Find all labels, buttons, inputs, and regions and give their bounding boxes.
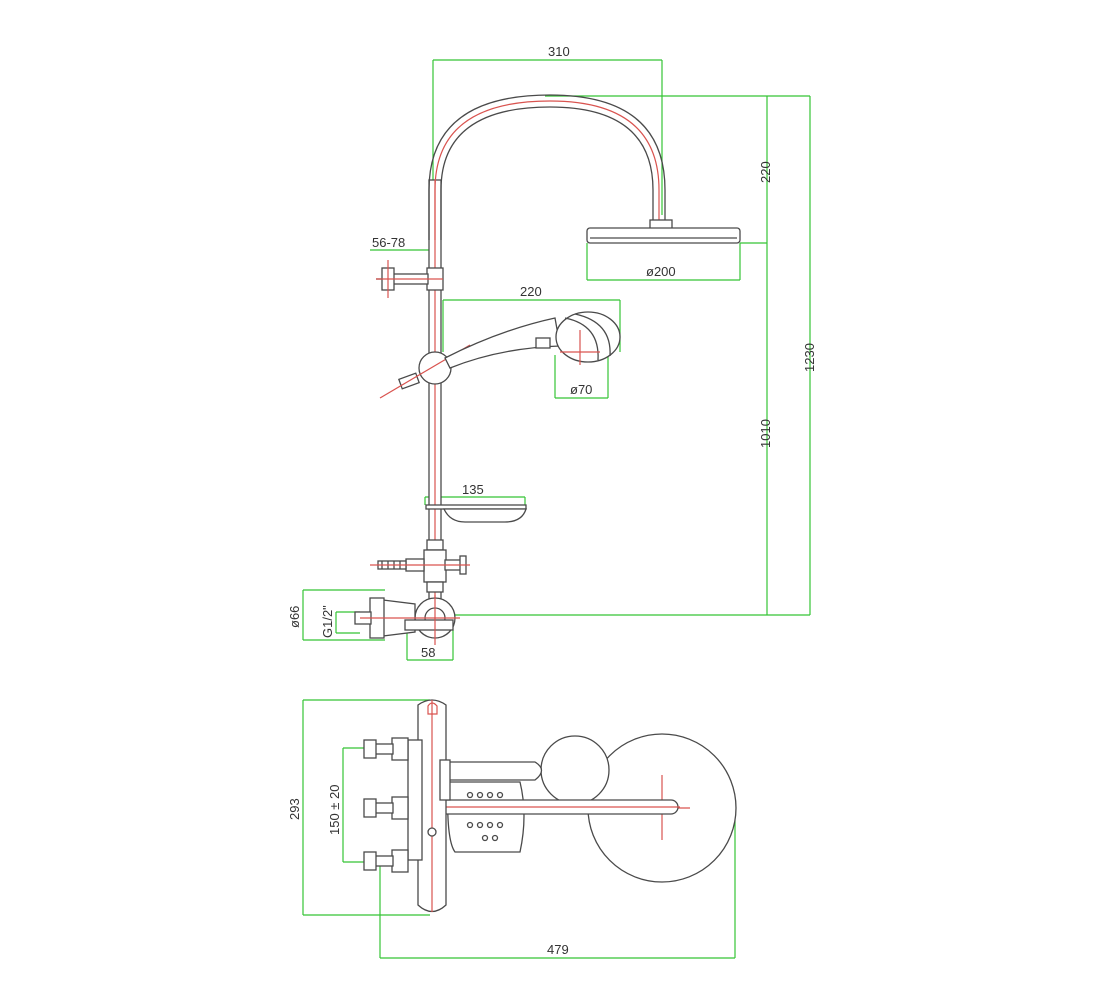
diverter: [370, 539, 470, 583]
sliding-rail: [428, 179, 442, 601]
plan-view: 293 150 ± 20 479: [287, 699, 737, 959]
dim-plan-width: 479: [547, 942, 569, 957]
dim-rosette-diameter: ø66: [287, 606, 302, 628]
plan-handle-top: [363, 737, 409, 761]
dim-rail-clamp: 56-78: [372, 235, 405, 250]
hand-shower: [379, 311, 621, 399]
dim-plan-depth: 293: [287, 798, 302, 820]
dim-total-height: 1230: [802, 343, 817, 372]
dim-thread: G1/2": [320, 605, 335, 638]
dim-arm-rise: 220: [758, 161, 773, 183]
mixer-body: [354, 581, 460, 645]
shower-arm: [428, 94, 666, 240]
dim-mixer-depth: 58: [421, 645, 435, 660]
plan-dimension-lines: [302, 699, 736, 959]
plan-hand-shower: [444, 735, 610, 805]
dim-arm-reach: 310: [548, 44, 570, 59]
soap-shelf: [425, 504, 527, 523]
overhead-shower-head: [586, 219, 741, 244]
plan-handle-middle: [363, 796, 409, 820]
plan-shower-arm: [419, 799, 680, 815]
plan-mixer-body: [407, 699, 451, 913]
dim-inlet-spacing: 150 ± 20: [327, 784, 342, 835]
dim-head-diameter: ø200: [646, 264, 676, 279]
dim-hand-head-diameter: ø70: [570, 382, 592, 397]
front-dimension-lines: [302, 59, 811, 661]
wall-bracket: [376, 260, 444, 298]
plan-soap-dish: [447, 781, 525, 853]
plan-handle-bottom: [363, 849, 409, 873]
front-view: 310 220 1230 1010 56-78 220 ø200 ø70 135…: [287, 44, 817, 661]
dim-hand-shower-reach: 220: [520, 284, 542, 299]
dim-shelf-width: 135: [462, 482, 484, 497]
dim-handheld-height: 1010: [758, 419, 773, 448]
